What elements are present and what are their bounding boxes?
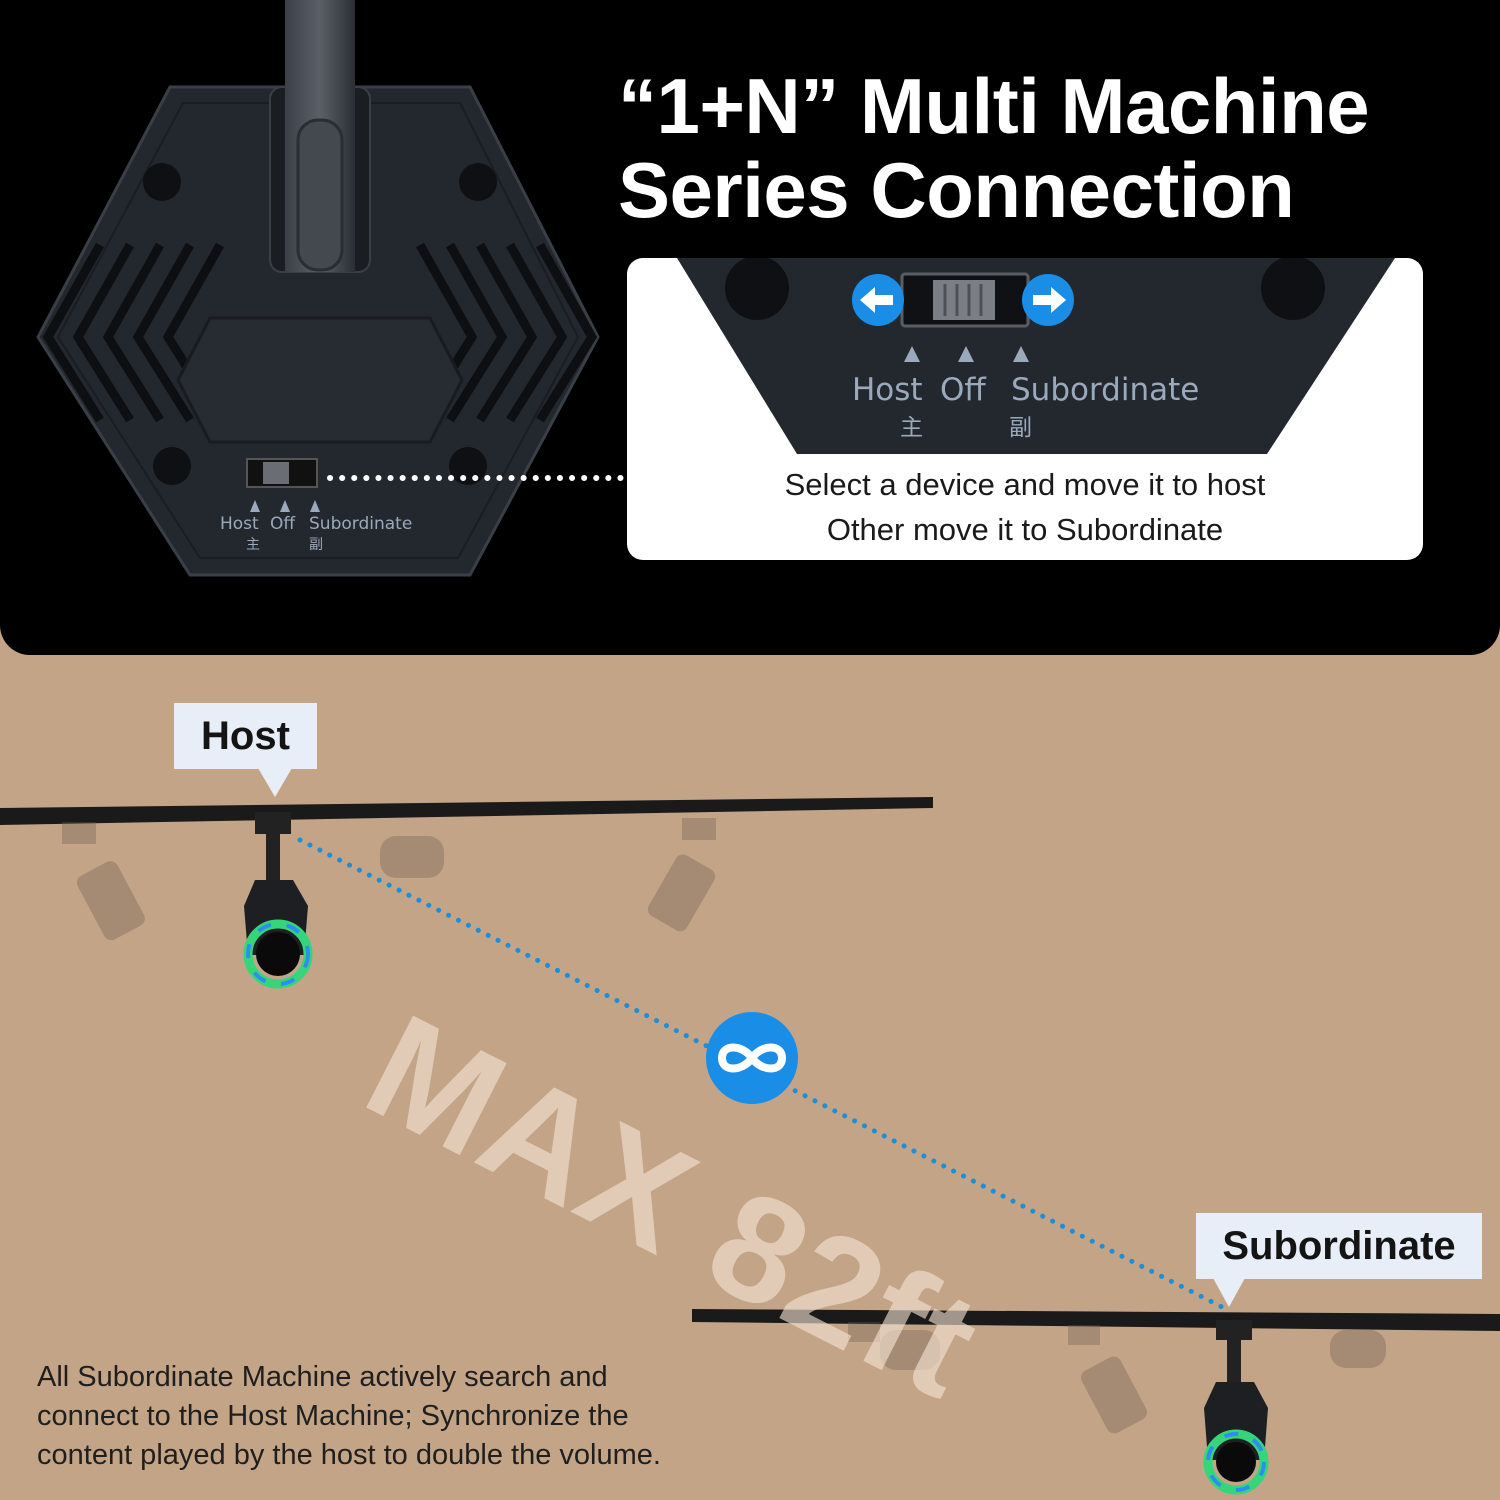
switch-callout: Host Off Subordinate 主 副 Select a device… xyxy=(627,258,1423,560)
host-speaker xyxy=(243,812,313,989)
label-subordinate-cn: 副 xyxy=(1009,415,1032,441)
center-plate xyxy=(176,316,464,444)
switch-closeup xyxy=(677,258,1395,454)
headline-line-1: “1+N” Multi Machine xyxy=(618,62,1370,150)
arrow-right-icon xyxy=(1022,274,1074,326)
small-label-subordinate-cn: 副 xyxy=(309,537,323,553)
label-off: Off xyxy=(940,372,986,408)
small-label-host: Host xyxy=(220,514,259,534)
screw-hole xyxy=(725,258,789,320)
subordinate-tag: Subordinate xyxy=(1196,1213,1482,1279)
arrow-left-icon xyxy=(852,274,904,326)
track-rail-top xyxy=(0,797,933,825)
top-panel: Host Off Subordinate 主 副 “1+N” Multi Mac… xyxy=(0,0,1500,655)
description-line-2: connect to the Host Machine; Synchronize… xyxy=(37,1400,629,1432)
headline-line-2: Series Connection xyxy=(618,146,1295,234)
headline: “1+N” Multi Machine Series Connection xyxy=(618,64,1478,232)
speaker-base-illustration xyxy=(36,0,629,577)
track-rail-bottom xyxy=(692,1309,1500,1331)
callout-line-1: Select a device and move it to host xyxy=(784,467,1266,502)
screw-hole xyxy=(1261,258,1325,320)
label-subordinate: Subordinate xyxy=(1011,372,1200,408)
label-host: Host xyxy=(852,372,923,408)
callout-line-2: Other move it to Subordinate xyxy=(826,512,1224,547)
subordinate-tag-pointer xyxy=(1213,1278,1245,1307)
faded-spotlight xyxy=(62,818,716,941)
description-line-1: All Subordinate Machine actively search … xyxy=(37,1361,608,1393)
host-tag: Host xyxy=(174,703,317,769)
description-line-3: content played by the host to double the… xyxy=(37,1439,661,1471)
screw-hole xyxy=(143,163,181,201)
small-label-subordinate: Subordinate xyxy=(309,514,413,534)
screw-hole xyxy=(449,447,487,485)
callout-caption: Select a device and move it to host Othe… xyxy=(627,462,1423,552)
small-label-host-cn: 主 xyxy=(246,537,260,553)
faded-spotlight xyxy=(848,1322,1386,1434)
label-host-cn: 主 xyxy=(900,415,923,441)
subordinate-speaker xyxy=(1203,1320,1269,1495)
description-text: All Subordinate Machine actively search … xyxy=(37,1358,777,1475)
vent-right xyxy=(416,242,598,423)
screw-hole xyxy=(153,447,191,485)
screw-hole xyxy=(459,163,497,201)
small-label-off: Off xyxy=(270,514,296,534)
host-tag-pointer xyxy=(258,768,292,797)
